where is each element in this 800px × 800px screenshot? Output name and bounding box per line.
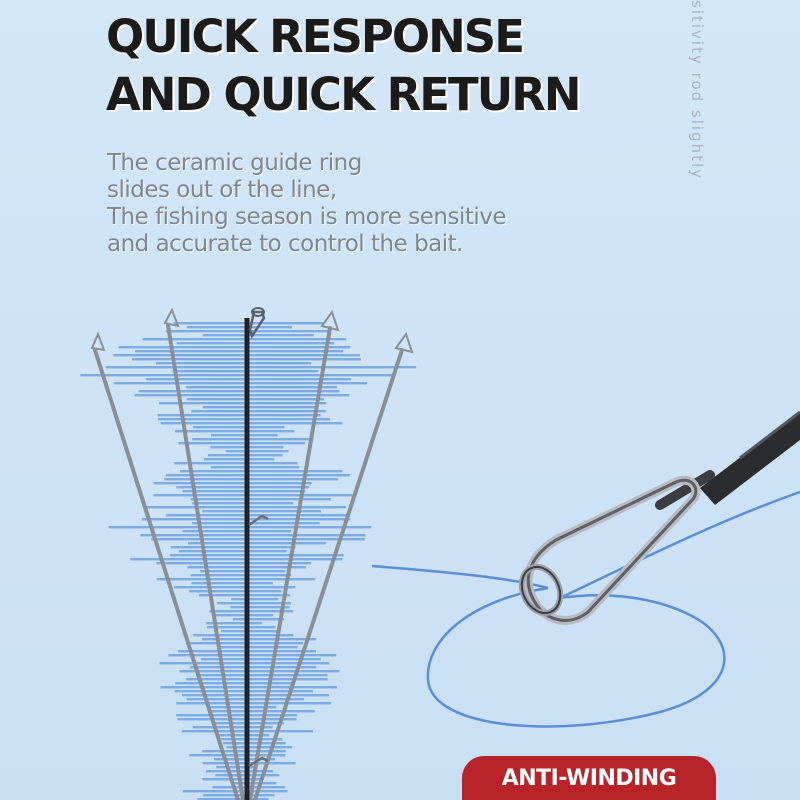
ghost-rod-tip-3 — [248, 309, 340, 800]
side-vertical-text: sitivity rod slightly — [688, 0, 706, 181]
headline-line-1: QUICK RESPONSE — [106, 10, 525, 63]
description: The ceramic guide ring slides out of the… — [107, 150, 507, 258]
ghost-rod-tip-4 — [253, 331, 414, 800]
ghost-rod-tip-2 — [163, 307, 245, 800]
anti-winding-badge: ANTI-WINDING — [462, 756, 716, 800]
guide-ring-closeup — [518, 410, 800, 625]
headline-line-2: AND QUICK RETURN — [106, 68, 582, 121]
main-rod — [244, 307, 269, 800]
headline: QUICK RESPONSE AND QUICK RETURN — [106, 8, 582, 124]
description-line-4: and accurate to control the bait. — [107, 231, 463, 257]
description-line-1: The ceramic guide ring — [107, 150, 362, 176]
fishing-line — [371, 490, 800, 728]
description-line-3: The fishing season is more sensitive — [107, 204, 507, 230]
description-line-2: slides out of the line, — [107, 177, 337, 203]
ghost-rod-tip-1 — [90, 331, 240, 800]
